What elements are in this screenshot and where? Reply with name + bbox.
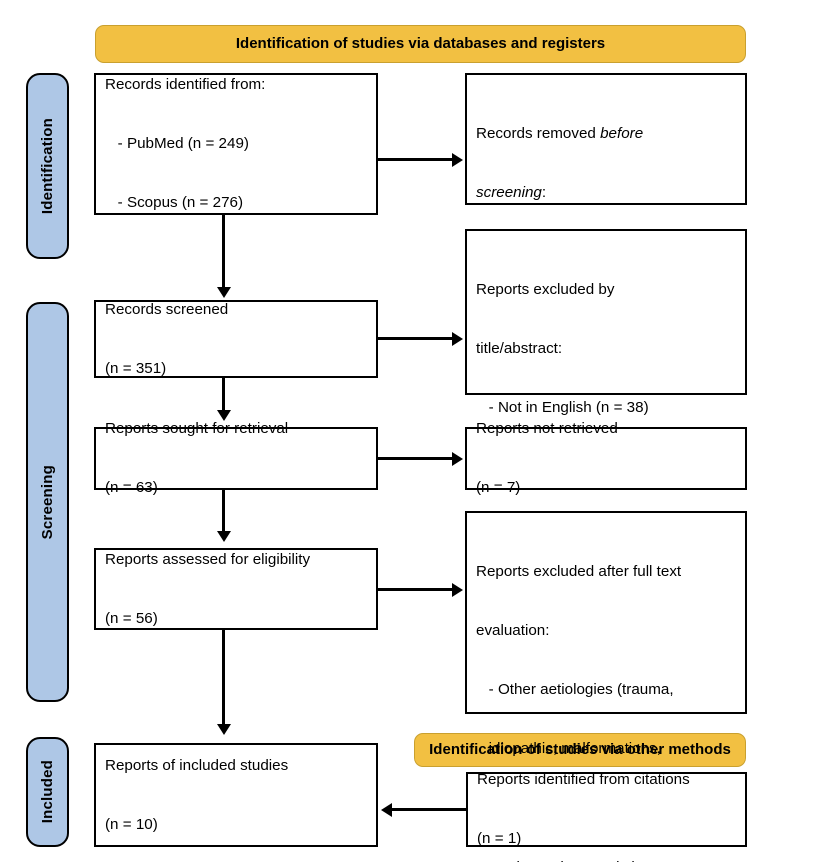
phase-pill-included: Included [26,737,69,847]
excluded-fulltext-line3: - Other aetiologies (trauma, [476,681,674,698]
reports-included-line2: (n = 10) [105,815,158,833]
not-retrieved-line1: Reports not retrieved [476,420,618,437]
arrow-identified-to-removed-head [452,152,463,167]
reports-citations-line2: (n = 1) [477,830,522,848]
box-reports-not-retrieved: Reports not retrieved (n = 7) [465,420,747,496]
box-records-screened-text: Records screened (n = 351) [105,260,228,418]
excluded-title-line1: Reports excluded by [476,280,615,298]
phase-label-screening: Screening [39,464,56,540]
excluded-fulltext-line6: - Patients characteristics not [476,858,687,862]
records-identified-line2: - PubMed (n = 249) [105,135,249,153]
reports-sought-line1: Reports sought for retrieval [105,420,289,437]
arrow-assessed-to-excluded-fulltext-line [378,588,454,591]
arrow-screened-to-sought-line [222,378,225,412]
arrow-identified-to-screened-head [216,287,231,298]
excluded-fulltext-line1: Reports excluded after full text [476,562,682,580]
arrow-sought-to-assessed-head [216,531,231,542]
excluded-fulltext-line2: evaluation: [476,621,550,639]
box-records-identified-text: Records identified from: - PubMed (n = 2… [105,35,265,252]
arrow-screened-to-excluded-title-head [452,331,463,346]
not-retrieved-line2: (n = 7) [476,479,521,497]
reports-assessed-line1: Reports assessed for eligibility [105,550,311,568]
banner-identification-other-methods: Identification of studies via other meth… [414,733,746,767]
box-records-identified: Records identified from: - PubMed (n = 2… [94,73,378,215]
records-screened-line1: Records screened [105,300,229,318]
box-records-screened: Records screened (n = 351) [94,300,378,378]
banner-databases-label: Identification of studies via databases … [235,35,606,53]
phase-pill-identification: Identification [26,73,69,259]
box-reports-excluded-fulltext: Reports excluded after full text evaluat… [465,511,747,862]
excluded-fulltext-line4: idiopathic, malformations, [476,740,661,758]
box-reports-sought-text: Reports sought for retrieval (n = 63) [105,380,288,538]
reports-assessed-line2: (n = 56) [105,609,158,627]
phase-label-identification: Identification [39,117,56,215]
box-reports-citations-text: Reports identified from citations (n = 1… [477,731,690,862]
arrow-assessed-to-included-line [222,630,225,726]
records-identified-line3: - Scopus (n = 276) [105,194,244,212]
box-reports-not-retrieved-text: Reports not retrieved (n = 7) [476,380,618,538]
box-reports-citations: Reports identified from citations (n = 1… [466,771,747,847]
box-reports-assessed-text: Reports assessed for eligibility (n = 56… [105,510,310,668]
arrow-citations-to-included-head [381,802,392,817]
arrow-assessed-to-excluded-fulltext-head [452,582,463,597]
records-removed-line2-emphasis: screening [476,183,542,201]
arrow-assessed-to-included-head [216,724,231,735]
excluded-title-line2: title/abstract: [476,339,563,357]
excluded-title-line3: - Not in English (n = 38) [476,399,649,416]
box-reports-excluded-title-abstract: Reports excluded by title/abstract: - No… [465,229,747,712]
banner-identification-databases: Identification of studies via databases … [95,25,746,63]
arrow-sought-to-assessed-line [222,490,225,533]
box-records-removed: Records removed before screening: Duplic… [465,73,747,319]
phase-pill-screening: Screening [26,302,69,702]
arrow-identified-to-screened-line [222,215,225,289]
arrow-citations-to-included-line [392,808,466,811]
banner-other-methods-label: Identification of studies via other meth… [429,741,731,759]
records-screened-line2: (n = 351) [105,359,167,377]
records-removed-line2-post: : [541,183,547,201]
box-reports-sought: Reports sought for retrieval (n = 63) [94,420,378,496]
reports-included-line1: Reports of included studies [105,756,289,774]
arrow-sought-to-not-retrieved-line [378,457,454,460]
phase-label-included: Included [39,760,56,824]
box-reports-included: Reports of included studies (n = 10) [94,743,378,847]
arrow-screened-to-excluded-title-line [378,337,454,340]
records-removed-line2: screening: [476,183,674,203]
records-removed-line1: Records removed before [476,124,674,144]
records-identified-line1: Records identified from: [105,75,266,93]
reports-sought-line2: (n = 63) [105,479,158,497]
reports-citations-line1: Reports identified from citations [477,771,690,788]
box-reports-assessed: Reports assessed for eligibility (n = 56… [94,548,378,630]
box-reports-included-text: Reports of included studies (n = 10) [105,716,288,862]
arrow-screened-to-sought-head [216,410,231,421]
records-removed-line1-emphasis: before [600,124,644,142]
arrow-identified-to-removed-line [378,158,454,161]
arrow-sought-to-not-retrieved-head [452,451,463,466]
records-removed-line1-pre: Records removed [476,124,601,142]
